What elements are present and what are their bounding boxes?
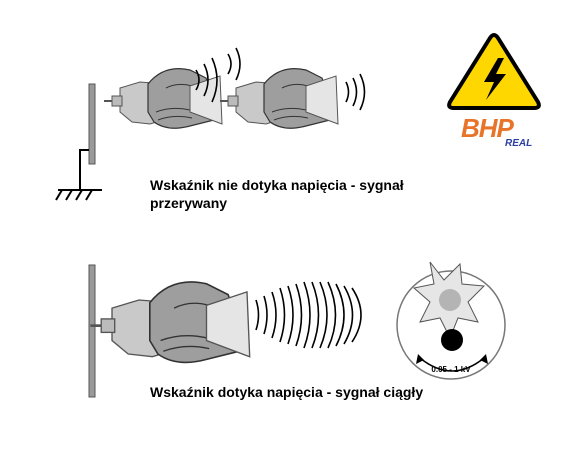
sound-waves-icon <box>195 57 218 103</box>
brand-logo-bhp: BHP <box>461 113 514 143</box>
wall-bottom <box>88 264 96 398</box>
caption-intermittent-signal: Wskaźnik nie dotyka napięcia - sygnał pr… <box>150 177 404 211</box>
voltage-tester-in-hand-icon <box>103 67 223 130</box>
high-voltage-warning-icon <box>447 33 541 110</box>
sound-waves-icon <box>255 281 362 349</box>
indicator-dial <box>396 261 506 380</box>
wall-top <box>88 83 96 165</box>
caption-continuous-signal: Wskaźnik dotyka napięcia - sygnał ciągły <box>150 384 424 400</box>
sound-waves-icon <box>227 47 366 111</box>
voltage-tester-in-hand-icon <box>89 280 252 364</box>
ground-symbol-icon <box>55 149 102 201</box>
voltage-range-label: 0.05 - 1 kV <box>431 365 471 374</box>
brand-logo-real: REAL <box>505 138 533 149</box>
